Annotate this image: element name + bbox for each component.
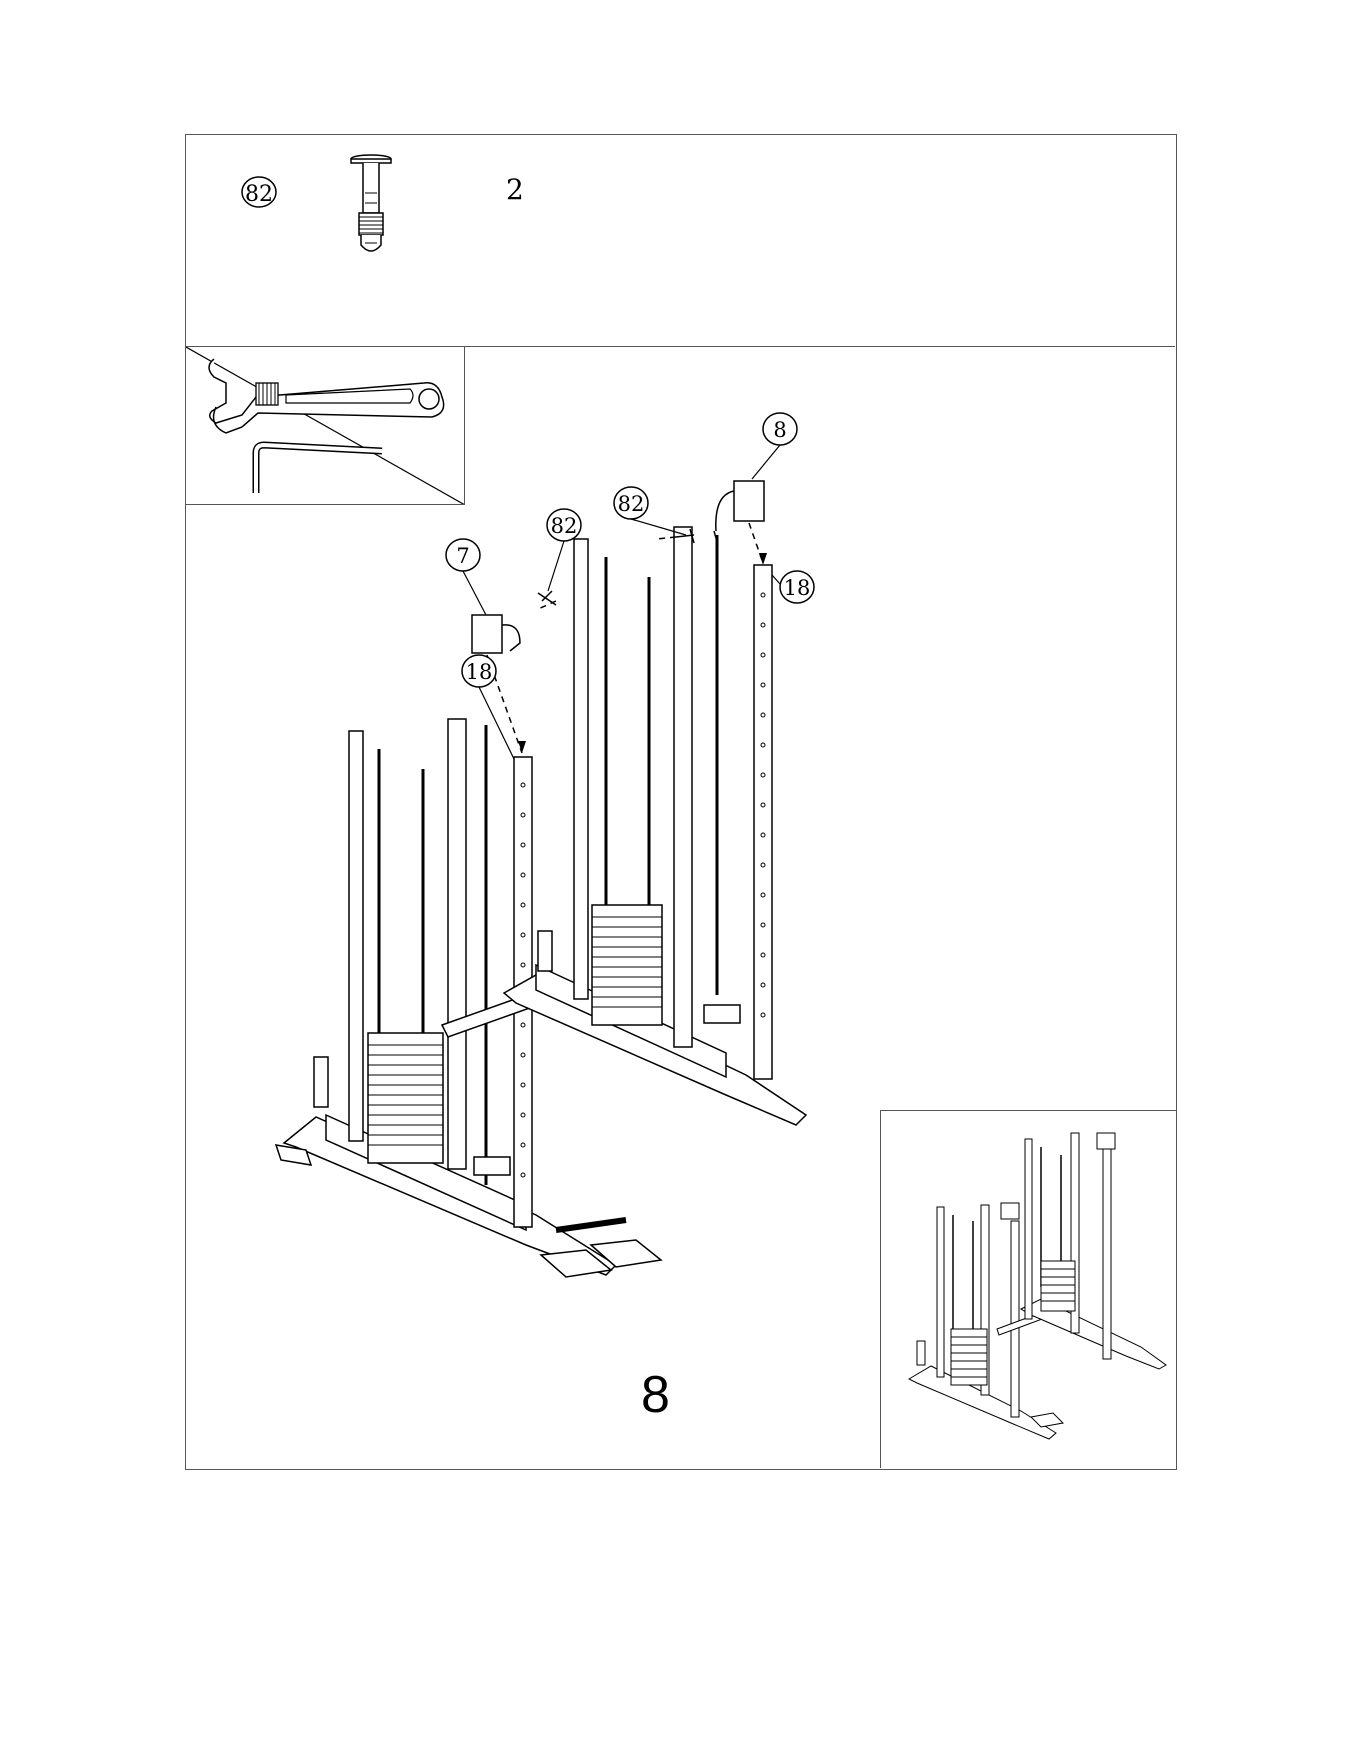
callout-82-left <box>547 509 581 541</box>
step-number: 8 <box>641 1365 670 1425</box>
right-weight-horn <box>538 931 552 971</box>
right-side-plate <box>536 965 726 1077</box>
svg-text:18: 18 <box>784 576 811 600</box>
left-side-plate <box>326 1115 526 1230</box>
bolt-82-right <box>676 529 694 543</box>
svg-text:82: 82 <box>618 492 645 516</box>
left-carriage <box>474 1157 510 1175</box>
svg-text:18: 18 <box>466 660 493 684</box>
right-post-18 <box>754 565 772 1079</box>
svg-text:7: 7 <box>456 544 469 568</box>
left-weight-stack <box>368 1033 443 1163</box>
callout-8 <box>763 413 797 445</box>
left-rear-upright <box>349 731 363 1141</box>
right-rear-upright <box>574 539 588 999</box>
cross-member <box>442 981 572 1037</box>
adjustable-wrench-icon <box>209 359 444 433</box>
svg-text:82: 82 <box>551 514 578 538</box>
right-selector-column <box>674 527 692 1047</box>
assembled-preview-panel <box>880 1110 1176 1468</box>
left-post-18 <box>514 757 532 1227</box>
right-carriage <box>704 1005 740 1023</box>
svg-text:82: 82 <box>245 182 273 207</box>
svg-text:8: 8 <box>773 418 786 442</box>
callout-82-right <box>614 487 648 519</box>
callout-18-left <box>462 655 496 687</box>
tools-illustration <box>186 347 465 505</box>
left-foot <box>276 1145 311 1165</box>
part-82-quantity: 2 <box>506 173 524 206</box>
callout-7 <box>446 539 480 571</box>
tools-panel <box>186 347 465 505</box>
left-weight-horn <box>314 1057 328 1107</box>
part-82-callout: 82 <box>186 135 346 335</box>
parts-panel: 82 2 <box>186 135 1175 347</box>
right-weight-stack <box>592 905 662 1025</box>
pulley-head-7 <box>472 615 502 653</box>
left-base-rail <box>284 1117 616 1275</box>
pulley-head-8 <box>734 481 764 521</box>
bolt-icon <box>341 153 401 273</box>
callout-18-right <box>780 571 814 603</box>
assembled-preview <box>881 1111 1175 1467</box>
bolt-82-left <box>538 591 556 605</box>
foot-bar <box>556 1220 626 1230</box>
right-base-rail <box>504 975 806 1125</box>
allen-key-icon <box>256 445 382 493</box>
foot-plate-left <box>541 1250 611 1277</box>
foot-plate-right <box>591 1240 661 1267</box>
left-selector-column <box>448 719 466 1169</box>
assembly-step-frame: 82 2 <box>185 134 1177 1470</box>
